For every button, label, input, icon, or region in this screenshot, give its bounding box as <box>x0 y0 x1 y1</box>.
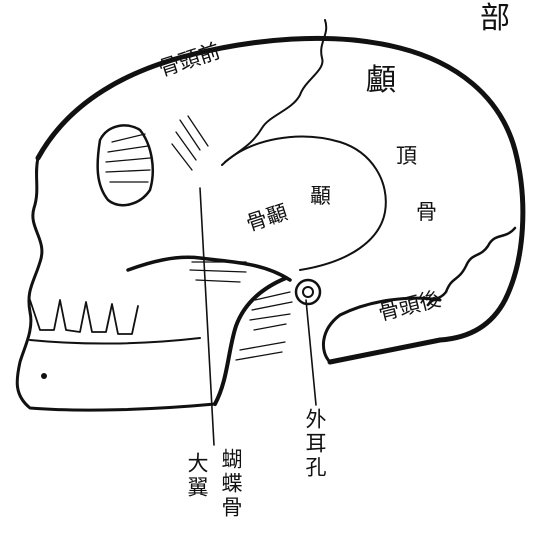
orbit <box>98 125 153 205</box>
label-greater-wing: 大翼 <box>186 452 207 500</box>
ear-canal-mark <box>296 280 320 304</box>
face-outline <box>17 158 215 410</box>
label-parietal-char-2: 頂 <box>396 146 417 167</box>
label-sphenoid-bone: 蝴蝶骨 <box>220 448 241 520</box>
zygomatic-arch <box>128 257 290 280</box>
mental-foramen <box>41 373 47 379</box>
jaw-line <box>30 338 200 344</box>
upper-teeth <box>30 300 138 334</box>
label-temporal-top: 顳 <box>310 186 331 207</box>
label-parietal-bone-top: 顱 <box>366 66 396 96</box>
lambdoid-suture <box>428 228 515 305</box>
squamous-suture <box>222 137 386 270</box>
header-title-char: 部 <box>480 4 510 34</box>
label-external-ear-canal: 外耳孔 <box>304 408 325 480</box>
mandible <box>215 278 286 404</box>
leader-ear <box>306 300 316 405</box>
label-parietal-char-3: 骨 <box>416 202 437 223</box>
